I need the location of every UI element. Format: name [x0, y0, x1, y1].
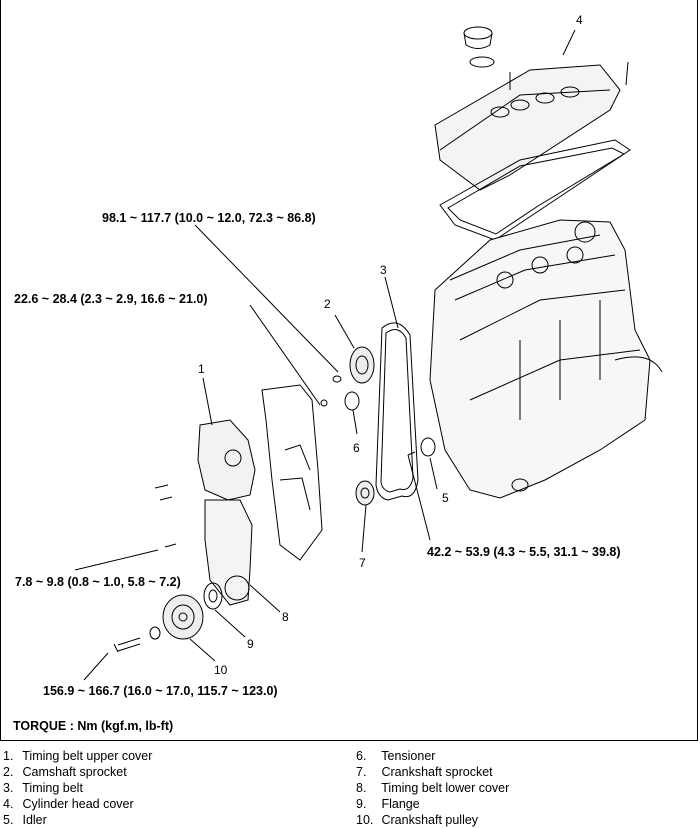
timing-belt: [375, 322, 419, 501]
cover-gaskets: [261, 384, 323, 561]
tensioner: [320, 391, 360, 411]
callout-1: 1: [198, 362, 205, 376]
camshaft-sprocket: [332, 346, 375, 384]
torque-camshaft-bolt: 98.1 ~ 117.7 (10.0 ~ 12.0, 72.3 ~ 86.8): [102, 211, 316, 225]
callout-6: 6: [353, 441, 360, 455]
engine-exploded-view: [74, 26, 663, 681]
callout-9: 9: [247, 637, 254, 651]
engine-block: [429, 219, 663, 499]
legend-item: 5. Idler: [3, 813, 47, 827]
callout-4: 4: [576, 13, 583, 27]
torque-pulley-bolt: 156.9 ~ 166.7 (16.0 ~ 17.0, 115.7 ~ 123.…: [43, 684, 278, 698]
callout-7: 7: [359, 556, 366, 570]
legend-item: 9. Flange: [356, 797, 420, 811]
oil-filler-cap: [463, 26, 495, 68]
torque-tensioner-bolt: 22.6 ~ 28.4 (2.3 ~ 2.9, 16.6 ~ 21.0): [14, 292, 208, 306]
crankshaft-sprocket: [355, 480, 375, 506]
torque-cover-bolts: 7.8 ~ 9.8 (0.8 ~ 1.0, 5.8 ~ 7.2): [15, 575, 181, 589]
callout-5: 5: [442, 491, 449, 505]
legend-left: 1. Timing belt upper cover 2. Camshaft s…: [3, 748, 152, 828]
legend-item: 8. Timing belt lower cover: [356, 781, 510, 795]
callout-10: 10: [214, 663, 228, 677]
cylinder-head-cover: [434, 61, 631, 241]
crankshaft-pulley: [113, 594, 204, 653]
legend-item: 7. Crankshaft sprocket: [356, 765, 493, 779]
timing-belt-upper-cover: [154, 419, 256, 501]
callout-8: 8: [282, 610, 289, 624]
torque-unit-label: TORQUE : Nm (kgf.m, lb-ft): [13, 719, 174, 733]
legend-item: 4. Cylinder head cover: [3, 797, 134, 811]
flange: [203, 582, 223, 610]
legend-item: 1. Timing belt upper cover: [3, 749, 153, 763]
legend-item: 3. Timing belt: [3, 781, 83, 795]
idler: [407, 437, 436, 457]
torque-idler-bolt: 42.2 ~ 53.9 (4.3 ~ 5.5, 31.1 ~ 39.8): [427, 545, 621, 559]
leader-lines: [74, 29, 576, 681]
legend-right: 6. Tensioner 7. Crankshaft sprocket 8. T…: [356, 748, 509, 828]
timing-belt-lower-cover: [164, 499, 253, 606]
legend-item: 6. Tensioner: [356, 749, 436, 763]
legend-item: 10. Crankshaft pulley: [356, 813, 479, 827]
callout-2: 2: [324, 297, 331, 311]
diagram-frame: [0, 0, 698, 741]
callout-3: 3: [380, 263, 387, 277]
legend-item: 2. Camshaft sprocket: [3, 765, 127, 779]
